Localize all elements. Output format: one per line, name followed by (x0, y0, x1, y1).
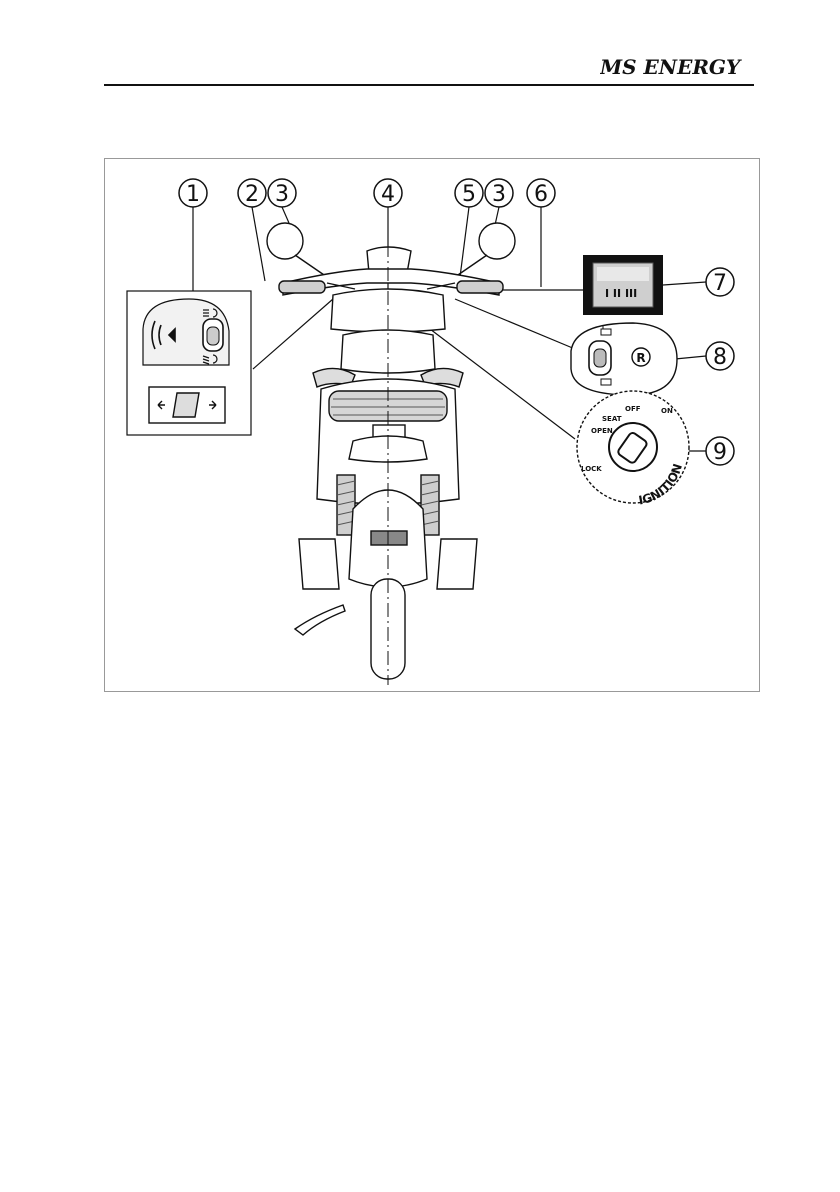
svg-text:6: 6 (534, 182, 548, 207)
ignition-lock: LOCK (581, 465, 602, 473)
svg-text:1: 1 (186, 182, 200, 207)
right-grip (457, 281, 503, 293)
callout-2: 2 (238, 179, 266, 207)
svg-text:3: 3 (275, 182, 289, 207)
left-grip (279, 281, 325, 293)
ignition-on: ON (661, 407, 673, 415)
turn-signal-switch (149, 387, 225, 423)
right-mirror (479, 223, 515, 259)
callout-1: 1 (179, 179, 207, 207)
callout-5: 5 (455, 179, 483, 207)
scooter-diagram: 1 2 3 4 5 3 6 7 (105, 159, 760, 692)
scooter-controls-figure: 1 2 3 4 5 3 6 7 (104, 158, 760, 692)
brand-logo: MS ENERGY (600, 52, 756, 80)
svg-text:3: 3 (492, 182, 506, 207)
svg-text:4: 4 (381, 182, 395, 207)
ignition-seat: SEAT (602, 415, 622, 423)
ignition-open: OPEN (591, 427, 613, 435)
callout-4: 4 (374, 179, 402, 207)
reverse-symbol: R (636, 351, 645, 365)
reverse-switch-inset: R (571, 323, 677, 395)
svg-text:5: 5 (462, 182, 476, 207)
svg-text:2: 2 (245, 182, 259, 207)
callout-9: 9 (706, 437, 734, 465)
ignition-off: OFF (625, 405, 641, 413)
left-switch-inset (127, 291, 251, 435)
left-mirror (267, 223, 303, 259)
header-rule (104, 84, 754, 86)
ignition-inset: IGNITION ON OFF SEAT OPEN LOCK (577, 391, 689, 508)
fender-grille (371, 531, 407, 545)
headlight-switch-icon (203, 319, 223, 351)
callout-3-right: 3 (485, 179, 513, 207)
brand-logo-text: MS ENERGY (600, 55, 742, 79)
rocker-positions: I II III (605, 287, 637, 300)
callout-7: 7 (706, 268, 734, 296)
callout-6: 6 (527, 179, 555, 207)
callout-3-left: 3 (268, 179, 296, 207)
scooter-front-view (267, 219, 515, 685)
svg-text:9: 9 (713, 440, 727, 465)
svg-text:8: 8 (713, 345, 727, 370)
callout-8: 8 (706, 342, 734, 370)
rocker-switch-inset: I II III (583, 255, 663, 315)
svg-text:7: 7 (713, 271, 727, 296)
